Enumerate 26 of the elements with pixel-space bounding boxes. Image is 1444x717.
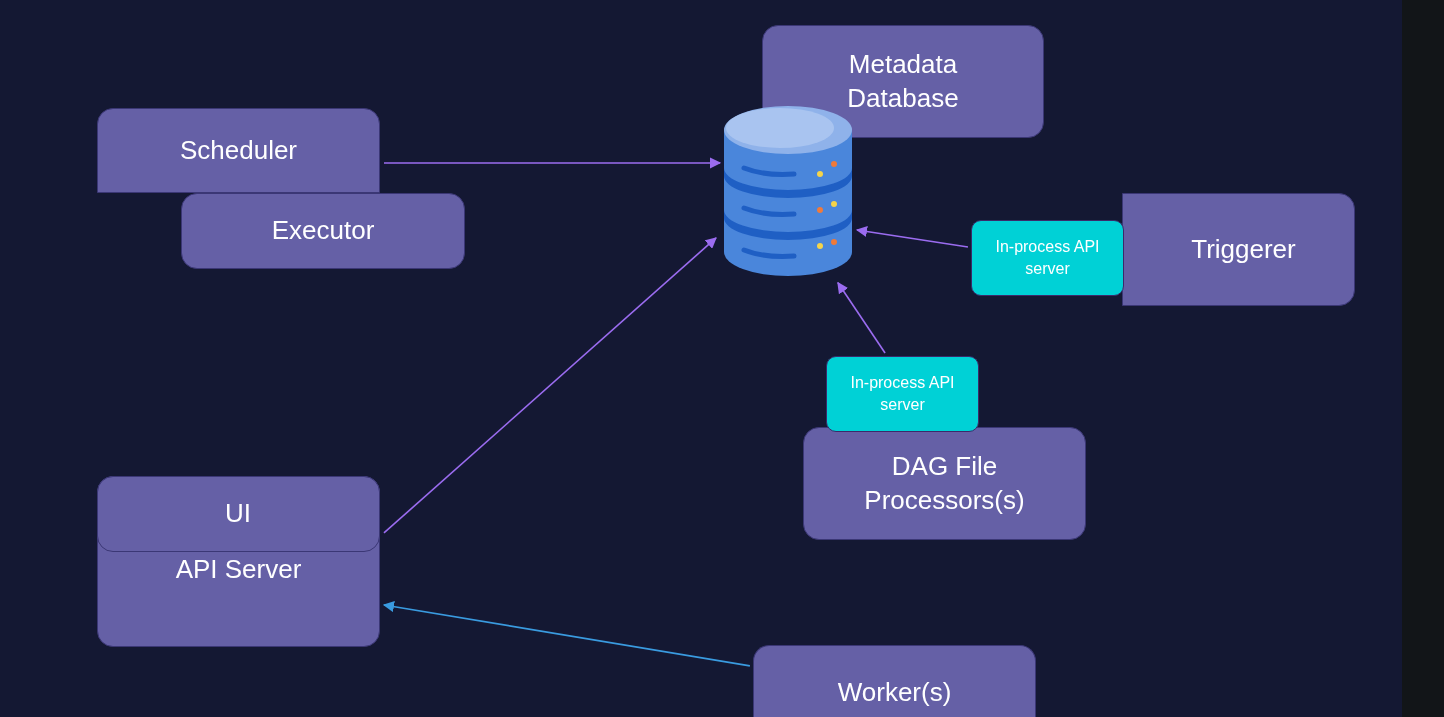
box-label: Triggerer xyxy=(1191,232,1296,266)
component-box xyxy=(96,475,380,552)
component-box xyxy=(181,193,465,269)
arrow xyxy=(383,237,717,534)
component-box xyxy=(1122,193,1355,306)
arrow xyxy=(855,225,969,248)
service-box xyxy=(971,220,1124,296)
box-label: API Server xyxy=(175,553,302,586)
database-icon xyxy=(724,106,852,276)
box-label: Scheduler xyxy=(179,133,298,167)
box-label: UI xyxy=(225,496,251,530)
box-label: Metadata Database xyxy=(846,47,960,115)
box-label: DAG File Processors(s) xyxy=(863,449,1026,517)
service-box xyxy=(826,356,979,432)
component-box xyxy=(753,645,1036,717)
arrow xyxy=(382,601,751,667)
box-label: In-process API server xyxy=(994,237,1101,279)
component-box xyxy=(97,476,380,647)
arrow xyxy=(383,157,722,169)
box-label: In-process API server xyxy=(849,373,956,415)
component-box xyxy=(762,25,1044,138)
component-box xyxy=(803,427,1086,540)
box-label: Worker(s) xyxy=(837,675,952,709)
box-label: Executor xyxy=(271,214,375,248)
arrow xyxy=(837,281,886,354)
component-box xyxy=(97,108,380,193)
